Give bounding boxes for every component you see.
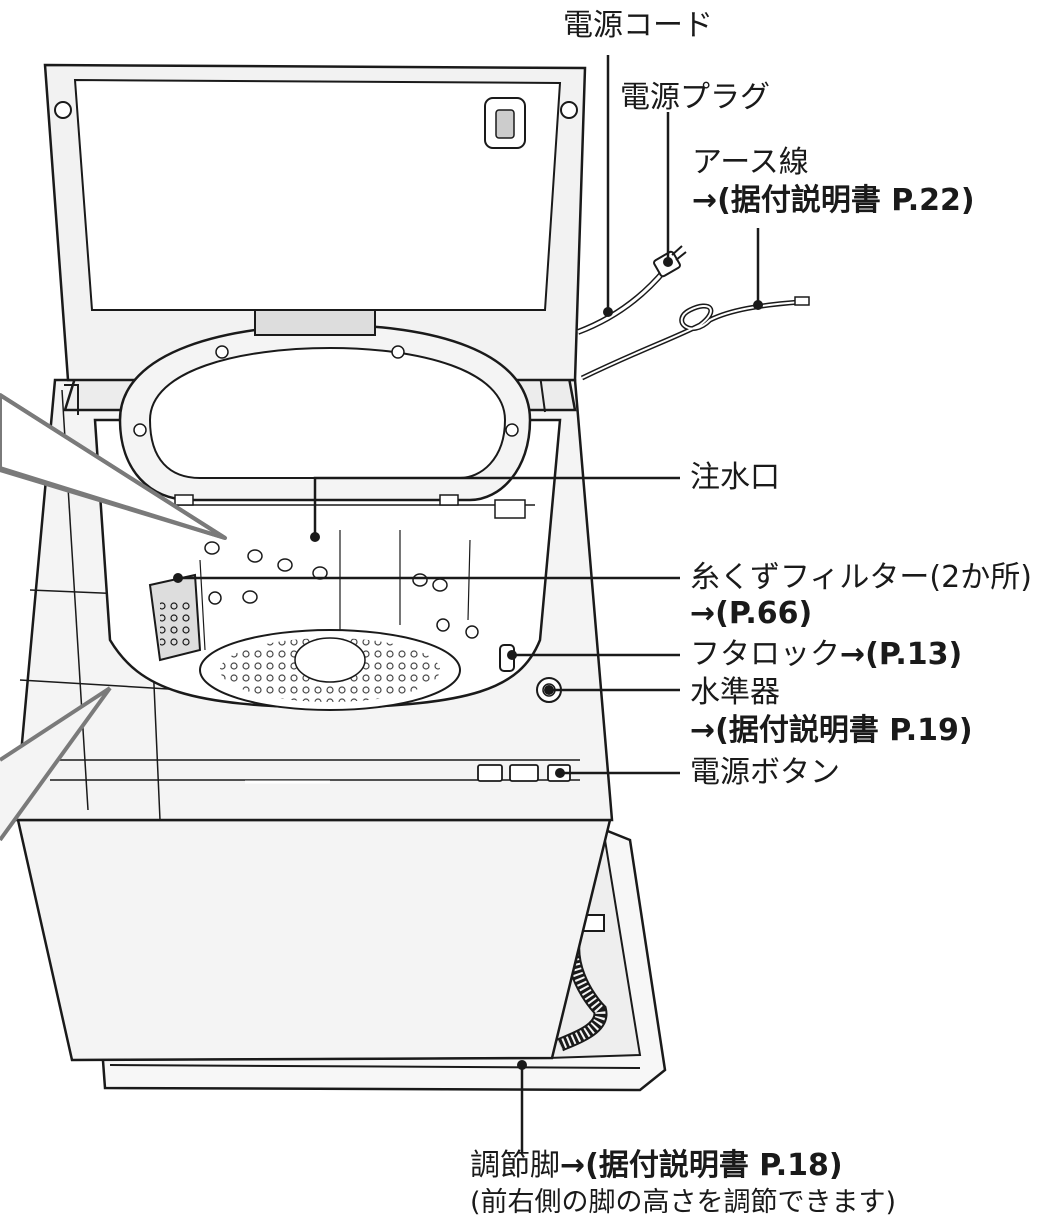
label-level-gauge-ref: →(据付説明書 P.19) [690,713,973,748]
label-lint-filter: 糸くずフィルター(2か所) [690,560,1032,595]
label-adjust-foot: 調節脚→(据付説明書 P.18) [470,1148,843,1184]
label-lid-lock: フタロック→(P.13) [690,637,962,673]
label-power-plug: 電源プラグ [620,80,770,115]
label-lint-filter-ref: →(P.66) [690,596,813,631]
label-earth-wire: アース線 [692,145,809,180]
label-level-gauge: 水準器 [690,675,780,710]
label-lid-lock-text: フタロック [690,637,840,672]
cabinet-lower [16,818,612,1062]
label-earth-wire-ref: →(据付説明書 P.22) [692,183,975,218]
label-water-inlet: 注水口 [690,460,780,495]
label-adjust-foot-ref: →(据付説明書 P.18) [560,1148,843,1183]
power-cord [576,268,668,335]
leader-lines [178,55,760,1152]
label-power-cord: 電源コード [563,8,713,43]
label-adjust-foot-text: 調節脚 [470,1148,560,1183]
label-lid-lock-ref: →(P.13) [840,637,963,672]
label-power-button: 電源ボタン [690,755,840,790]
label-adjust-foot-note: (前右側の脚の高さを調節できます) [470,1187,897,1218]
leader-dots [173,257,763,1070]
